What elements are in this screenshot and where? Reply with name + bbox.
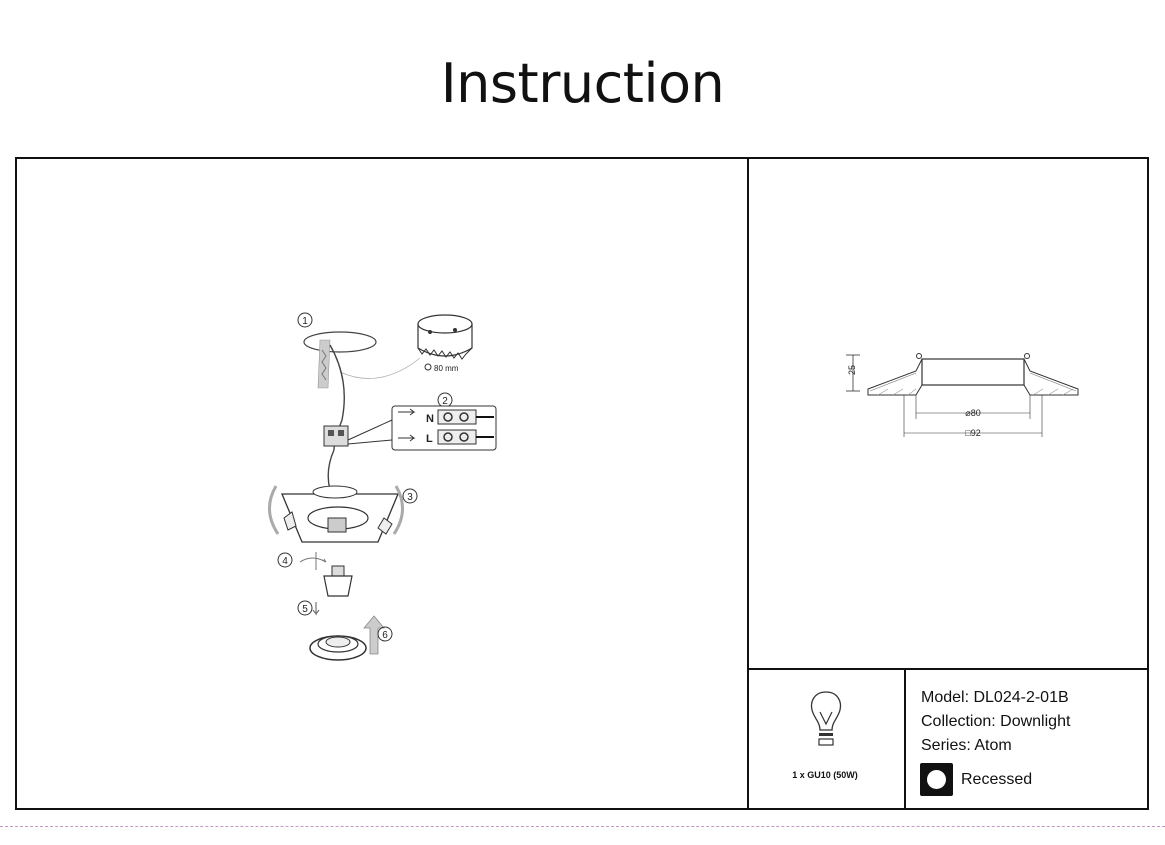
step-5-label: 5 (302, 604, 308, 615)
dimension-height: 25 (847, 365, 857, 375)
dimension-diameter: ⌀80 (965, 408, 980, 418)
series-text: Series: Atom (921, 737, 1012, 754)
wire-label-l: L (426, 433, 433, 445)
bulb-icon (810, 691, 842, 746)
cut-line (0, 826, 1165, 827)
dimension-square: □92 (965, 428, 980, 438)
step-2-label: 2 (442, 396, 448, 407)
collection-text: Collection: Downlight (921, 713, 1071, 730)
page-title: Instruction (440, 52, 725, 115)
mounting-type-label: Recessed (961, 771, 1033, 788)
step-3-frame: 3 (268, 485, 418, 543)
hole-saw-icon: 80 mm (339, 314, 473, 379)
divider-vertical (747, 157, 749, 810)
wire-label-n: N (426, 413, 434, 425)
step-1-label: 1 (302, 316, 308, 327)
step-4-label: 4 (282, 556, 288, 567)
divider-info (904, 668, 906, 810)
hole-size-label: 80 mm (434, 364, 459, 373)
step-6-label: 6 (382, 630, 388, 641)
model-text: Model: DL024-2-01B (921, 689, 1069, 706)
installation-diagram: 1 80 mm 2 N L (268, 312, 497, 661)
step-5-6-trim-ring: 5 6 (297, 600, 393, 661)
step-2-wiring: 2 N L (323, 392, 497, 451)
step-4-lamp: 4 (277, 552, 353, 597)
step-1-ceiling-hole: 1 (297, 312, 377, 389)
divider-horizontal (747, 668, 1149, 670)
instruction-frame (15, 157, 1149, 810)
step-3-label: 3 (407, 492, 413, 503)
lamp-spec-label: 1 x GU10 (50W) (792, 770, 858, 780)
dimension-drawing: 25 ⌀80 □92 (846, 353, 1079, 438)
recessed-icon (920, 763, 953, 796)
